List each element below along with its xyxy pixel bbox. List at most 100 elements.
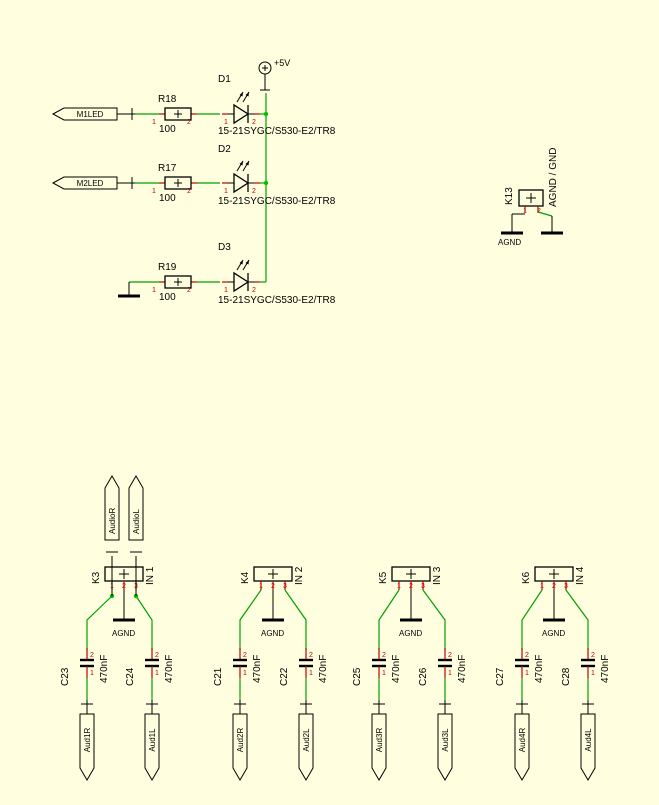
connector-name: IN 3 [432, 566, 443, 585]
connector-ref: K4 [240, 571, 251, 584]
svg-text:2: 2 [591, 652, 595, 659]
svg-text:Aud3R: Aud3R [375, 728, 384, 753]
svg-text:15-21SYGC/S530-E2/TR8: 15-21SYGC/S530-E2/TR8 [218, 126, 336, 137]
svg-text:Aud4R: Aud4R [518, 728, 527, 753]
svg-text:100: 100 [159, 124, 176, 135]
svg-text:1: 1 [152, 287, 156, 294]
svg-text:1: 1 [525, 670, 529, 677]
svg-text:C22: C22 [279, 667, 290, 686]
svg-text:2: 2 [525, 652, 529, 659]
net-label-aud1l [144, 713, 160, 781]
agnd-label: AGND [261, 629, 284, 638]
connector-name: IN 4 [575, 566, 586, 585]
svg-text:2: 2 [271, 583, 275, 590]
svg-text:M1LED: M1LED [77, 110, 104, 119]
svg-text:R19: R19 [158, 262, 177, 273]
svg-text:K13: K13 [504, 187, 515, 205]
svg-text:2: 2 [382, 652, 386, 659]
svg-text:1: 1 [448, 670, 452, 677]
svg-text:2: 2 [552, 583, 556, 590]
net-label-aud2l [298, 713, 314, 781]
vcc-label: +5V [274, 58, 290, 68]
svg-text:2: 2 [252, 188, 256, 195]
vcc-symbol: +5V [258, 58, 290, 91]
jumper-k13: 1 2 K13 AGND / GND AGND [498, 148, 563, 247]
svg-text:M2LED: M2LED [77, 179, 104, 188]
agnd-label: AGND [399, 629, 422, 638]
svg-text:AGND: AGND [498, 238, 521, 247]
svg-text:Aud4L: Aud4L [584, 728, 593, 752]
svg-text:2: 2 [243, 652, 247, 659]
svg-text:Aud2L: Aud2L [302, 728, 311, 752]
svg-text:D2: D2 [218, 144, 231, 155]
junction-dot [263, 180, 269, 186]
svg-text:C25: C25 [352, 667, 363, 686]
svg-text:15-21SYGC/S530-E2/TR8: 15-21SYGC/S530-E2/TR8 [218, 295, 336, 306]
capacitor-c27: 2 1 C27 470nF Aud4R [495, 646, 545, 781]
net-label-aud1r [79, 713, 95, 781]
svg-text:3: 3 [421, 583, 425, 590]
svg-text:1: 1 [540, 583, 544, 590]
svg-text:2: 2 [187, 188, 191, 195]
net-label-audiol [128, 475, 144, 541]
junction-dot [263, 111, 269, 117]
svg-text:2: 2 [537, 208, 541, 215]
net-label-m1led: M1LED [51, 107, 159, 121]
led-d2: D2 15-21SYGC/S530-E2/TR8 1 2 [218, 144, 336, 207]
svg-text:1: 1 [152, 188, 156, 195]
svg-text:1: 1 [224, 287, 228, 294]
net-label-aud3r [371, 713, 387, 781]
svg-text:R17: R17 [158, 163, 177, 174]
connector-ref: K3 [91, 571, 102, 584]
net-label-audior [104, 475, 120, 541]
svg-text:C24: C24 [125, 667, 136, 686]
svg-text:C26: C26 [418, 667, 429, 686]
svg-text:Aud1L: Aud1L [148, 728, 157, 752]
net-label-aud2r [232, 713, 248, 781]
connector-name: IN 2 [294, 566, 305, 585]
net-label-aud4r [514, 713, 530, 781]
svg-text:100: 100 [159, 193, 176, 204]
net-label-m2led: M2LED [51, 176, 159, 190]
svg-text:1: 1 [152, 119, 156, 126]
ground-symbol [118, 281, 159, 298]
svg-text:3: 3 [283, 583, 287, 590]
svg-text:2: 2 [409, 583, 413, 590]
svg-text:470nF: 470nF [164, 655, 175, 683]
resistor-r18: R18 100 1 2 [152, 94, 198, 135]
led-section: +5V M1LED R18 100 1 2 D1 15-2 [51, 58, 336, 306]
svg-text:1: 1 [90, 670, 94, 677]
net-label-aud3l [437, 713, 453, 781]
svg-text:AudioR: AudioR [108, 508, 117, 534]
resistor-r19: R19 100 1 2 [152, 262, 198, 303]
svg-text:2: 2 [252, 287, 256, 294]
svg-text:3: 3 [564, 583, 568, 590]
svg-text:C28: C28 [561, 667, 572, 686]
led-d1: D1 15-21SYGC/S530-E2/TR8 1 2 [218, 74, 336, 137]
net-label-aud4l [580, 713, 596, 781]
svg-text:C23: C23 [60, 667, 71, 686]
svg-text:Aud2R: Aud2R [236, 728, 245, 753]
svg-text:470nF: 470nF [99, 655, 110, 683]
svg-text:C27: C27 [495, 667, 506, 686]
svg-text:470nF: 470nF [534, 655, 545, 683]
svg-text:470nF: 470nF [600, 655, 611, 683]
svg-text:100: 100 [159, 292, 176, 303]
svg-text:1: 1 [309, 670, 313, 677]
svg-text:D3: D3 [218, 242, 231, 253]
svg-text:AGND / GND: AGND / GND [548, 148, 559, 207]
agnd-label: AGND [542, 629, 565, 638]
svg-text:2: 2 [90, 652, 94, 659]
audio-input-section: 123K3IN 1AGNDAudioRAudioL21C23470nFAud1R… [60, 475, 611, 781]
